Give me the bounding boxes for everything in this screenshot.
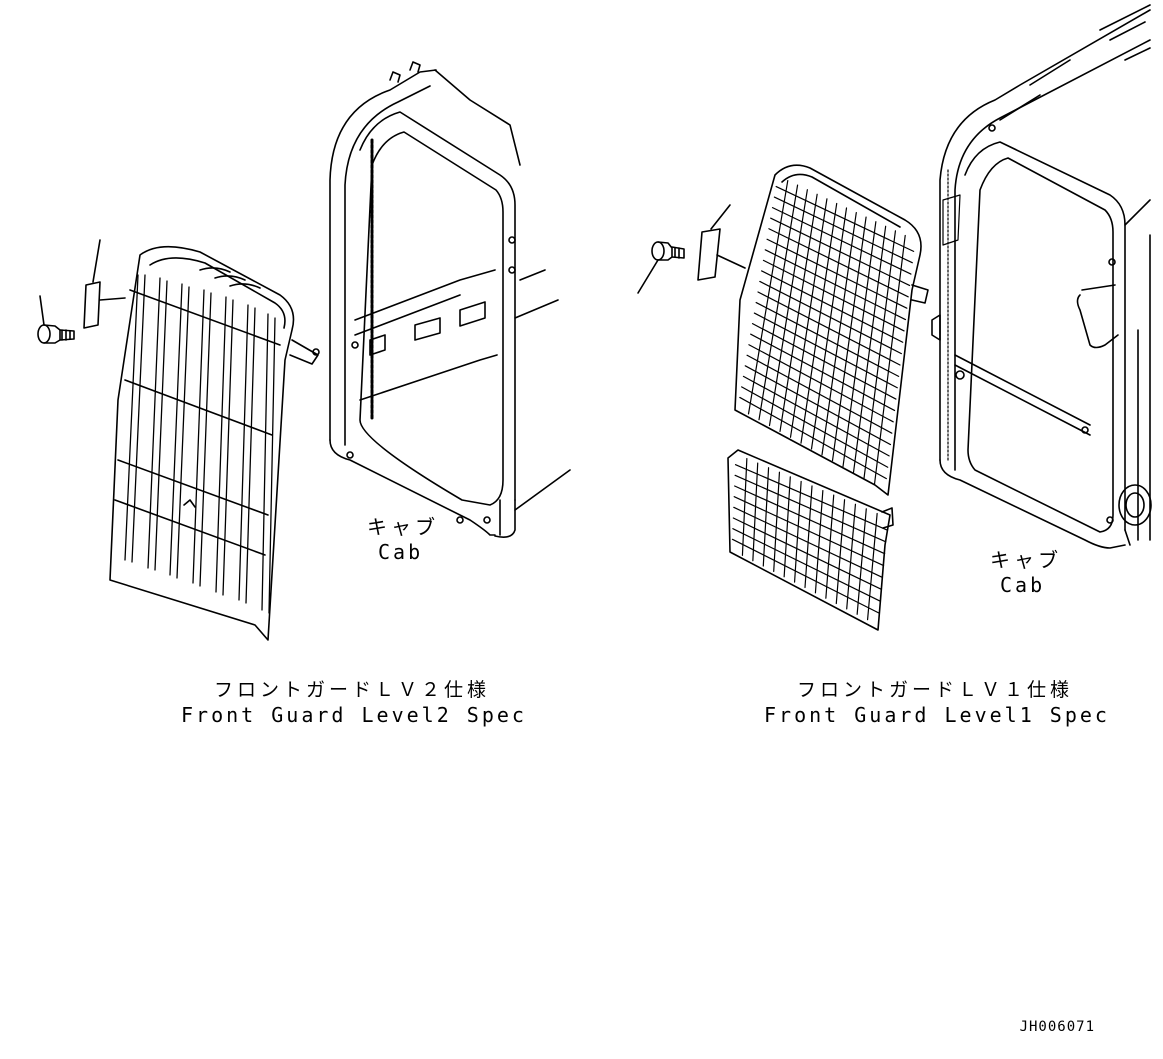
left-cab-frame xyxy=(312,61,571,538)
left-cab-label-en: Cab xyxy=(378,540,424,564)
right-mesh-lower xyxy=(727,449,894,631)
right-bolt-icon xyxy=(637,241,685,294)
right-mesh-upper xyxy=(734,164,929,496)
right-caption-ja: フロントガードＬＶ１仕様 xyxy=(797,679,1074,701)
left-bolt-icon xyxy=(37,295,75,344)
left-label-plate xyxy=(83,239,126,329)
right-label-plate xyxy=(697,204,746,281)
right-cab-label-en: Cab xyxy=(1000,573,1046,597)
left-caption-en: Front Guard Level2 Spec xyxy=(181,703,527,727)
right-cab-frame xyxy=(931,4,1152,549)
left-caption-ja: フロントガードＬＶ２仕様 xyxy=(214,679,491,701)
drawing-number: JH006071 xyxy=(1019,1019,1095,1035)
right-caption-en: Front Guard Level1 Spec xyxy=(764,703,1110,727)
left-bar-guard xyxy=(109,245,319,641)
right-cab-label-ja: キャブ xyxy=(990,548,1062,572)
left-cab-label-ja: キャブ xyxy=(367,515,439,539)
